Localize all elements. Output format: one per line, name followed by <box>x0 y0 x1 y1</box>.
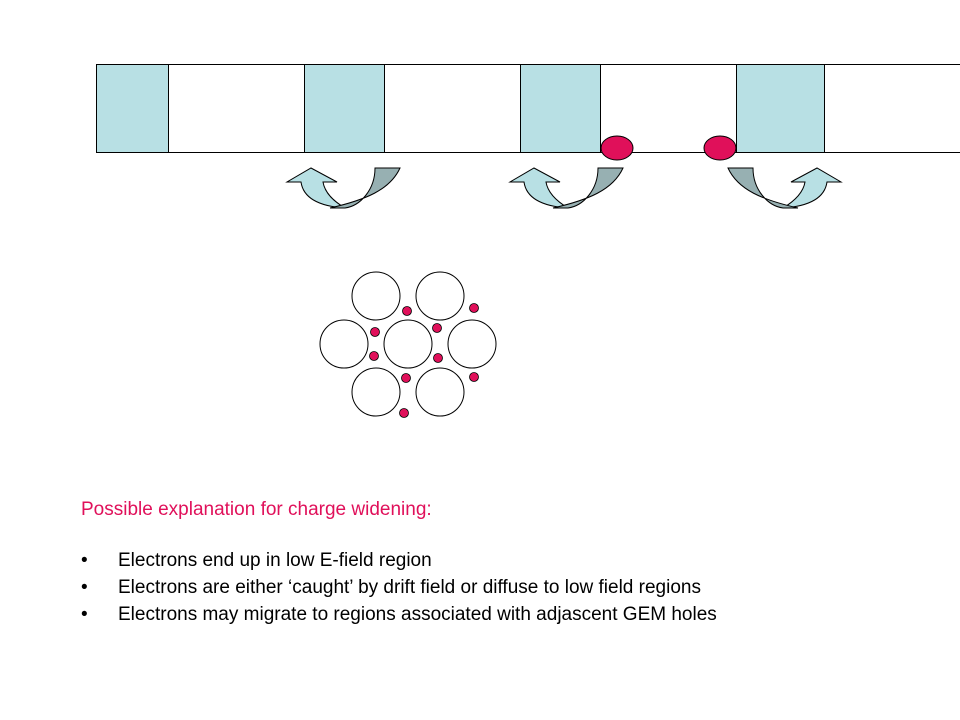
explanation-heading: Possible explanation for charge widening… <box>81 499 432 520</box>
arrow-dark-limb <box>727 167 799 209</box>
gem-cell-4 <box>736 64 825 153</box>
gem-cell-2 <box>304 64 385 153</box>
arrow-dark-limb <box>552 167 624 209</box>
electron-1 <box>600 135 634 161</box>
bullet-item: • Electrons end up in low E-field region <box>81 547 717 574</box>
gem-diagram <box>96 64 960 418</box>
bullet-item: • Electrons may migrate to regions assoc… <box>81 601 717 628</box>
hole-electron-8 <box>469 372 479 382</box>
bullet-text: Electrons end up in low E-field region <box>118 550 432 571</box>
gem-hole-2 <box>415 271 465 321</box>
gem-hole-1 <box>351 271 401 321</box>
hole-electron-2 <box>469 303 479 313</box>
gem-hole-4 <box>383 319 433 369</box>
arrow-light-limb <box>508 167 569 209</box>
explanation-text: Possible explanation for charge widening… <box>81 496 717 628</box>
arrow-dark-limb <box>329 167 401 209</box>
hole-electron-3 <box>370 327 380 337</box>
gem-hole-3 <box>319 319 369 369</box>
gem-hole-6 <box>351 367 401 417</box>
gem-hole-7 <box>415 367 465 417</box>
bullet-item: • Electrons are either ‘caught’ by drift… <box>81 574 717 601</box>
bullet-dot-icon: • <box>81 550 88 571</box>
gem-cross-section-strip <box>96 64 960 153</box>
hole-electron-5 <box>369 351 379 361</box>
surface-electrons <box>600 135 737 161</box>
gem-hole-5 <box>447 319 497 369</box>
hole-electron-7 <box>401 373 411 383</box>
bullet-text: Electrons are either ‘caught’ by drift f… <box>118 577 701 598</box>
hole-electron-6 <box>433 353 443 363</box>
explanation-bullets: • Electrons end up in low E-field region… <box>81 547 717 628</box>
bullet-dot-icon: • <box>81 604 88 625</box>
curved-arrow-left-2 <box>508 167 624 209</box>
hole-electron-9 <box>399 408 409 418</box>
bullet-text: Electrons may migrate to regions associa… <box>118 604 717 625</box>
hole-electron-4 <box>432 323 442 333</box>
gem-cell-3 <box>520 64 601 153</box>
arrow-light-limb <box>782 167 843 209</box>
bullet-dot-icon: • <box>81 577 88 598</box>
curved-arrow-right <box>727 167 843 209</box>
electron-drift-arrows <box>285 167 843 209</box>
gem-hole-pattern <box>319 271 497 418</box>
gem-cell-1 <box>96 64 169 153</box>
curved-arrow-left-1 <box>285 167 401 209</box>
electron-2 <box>703 135 737 161</box>
hole-electron-1 <box>402 306 412 316</box>
arrow-light-limb <box>285 167 346 209</box>
